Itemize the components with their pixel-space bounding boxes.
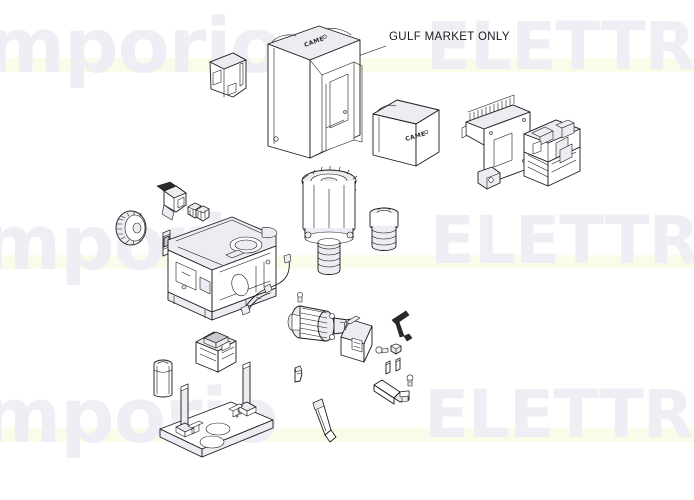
part-base-plate (159, 361, 274, 458)
part-side-cover-gulf: CAME (372, 99, 440, 167)
part-screw-set (294, 343, 402, 383)
callout-label-gulf-market: GULF MARKET ONLY (389, 31, 510, 43)
part-output-gear-assembly (287, 305, 352, 342)
part-electric-motor (301, 165, 358, 275)
part-terminal-block (195, 331, 237, 373)
part-worm-bushing (369, 207, 399, 251)
part-capacitor (153, 359, 173, 398)
part-transformer-module (523, 119, 581, 187)
part-cable-gland (297, 292, 303, 303)
part-control-board (461, 94, 531, 190)
part-small-pin (406, 374, 414, 387)
part-limit-bracket-left (312, 398, 337, 443)
part-release-lever (156, 181, 187, 221)
part-drive-pinion-gear (115, 210, 147, 246)
part-allen-key (391, 310, 413, 342)
part-limit-bracket-right (373, 379, 410, 405)
part-bushing-set (187, 202, 210, 222)
part-gearbox-housing (167, 216, 278, 321)
part-end-cap-cover (209, 52, 247, 98)
part-limit-switch-box (340, 315, 373, 363)
part-main-motor-cover: CAME (267, 25, 363, 159)
